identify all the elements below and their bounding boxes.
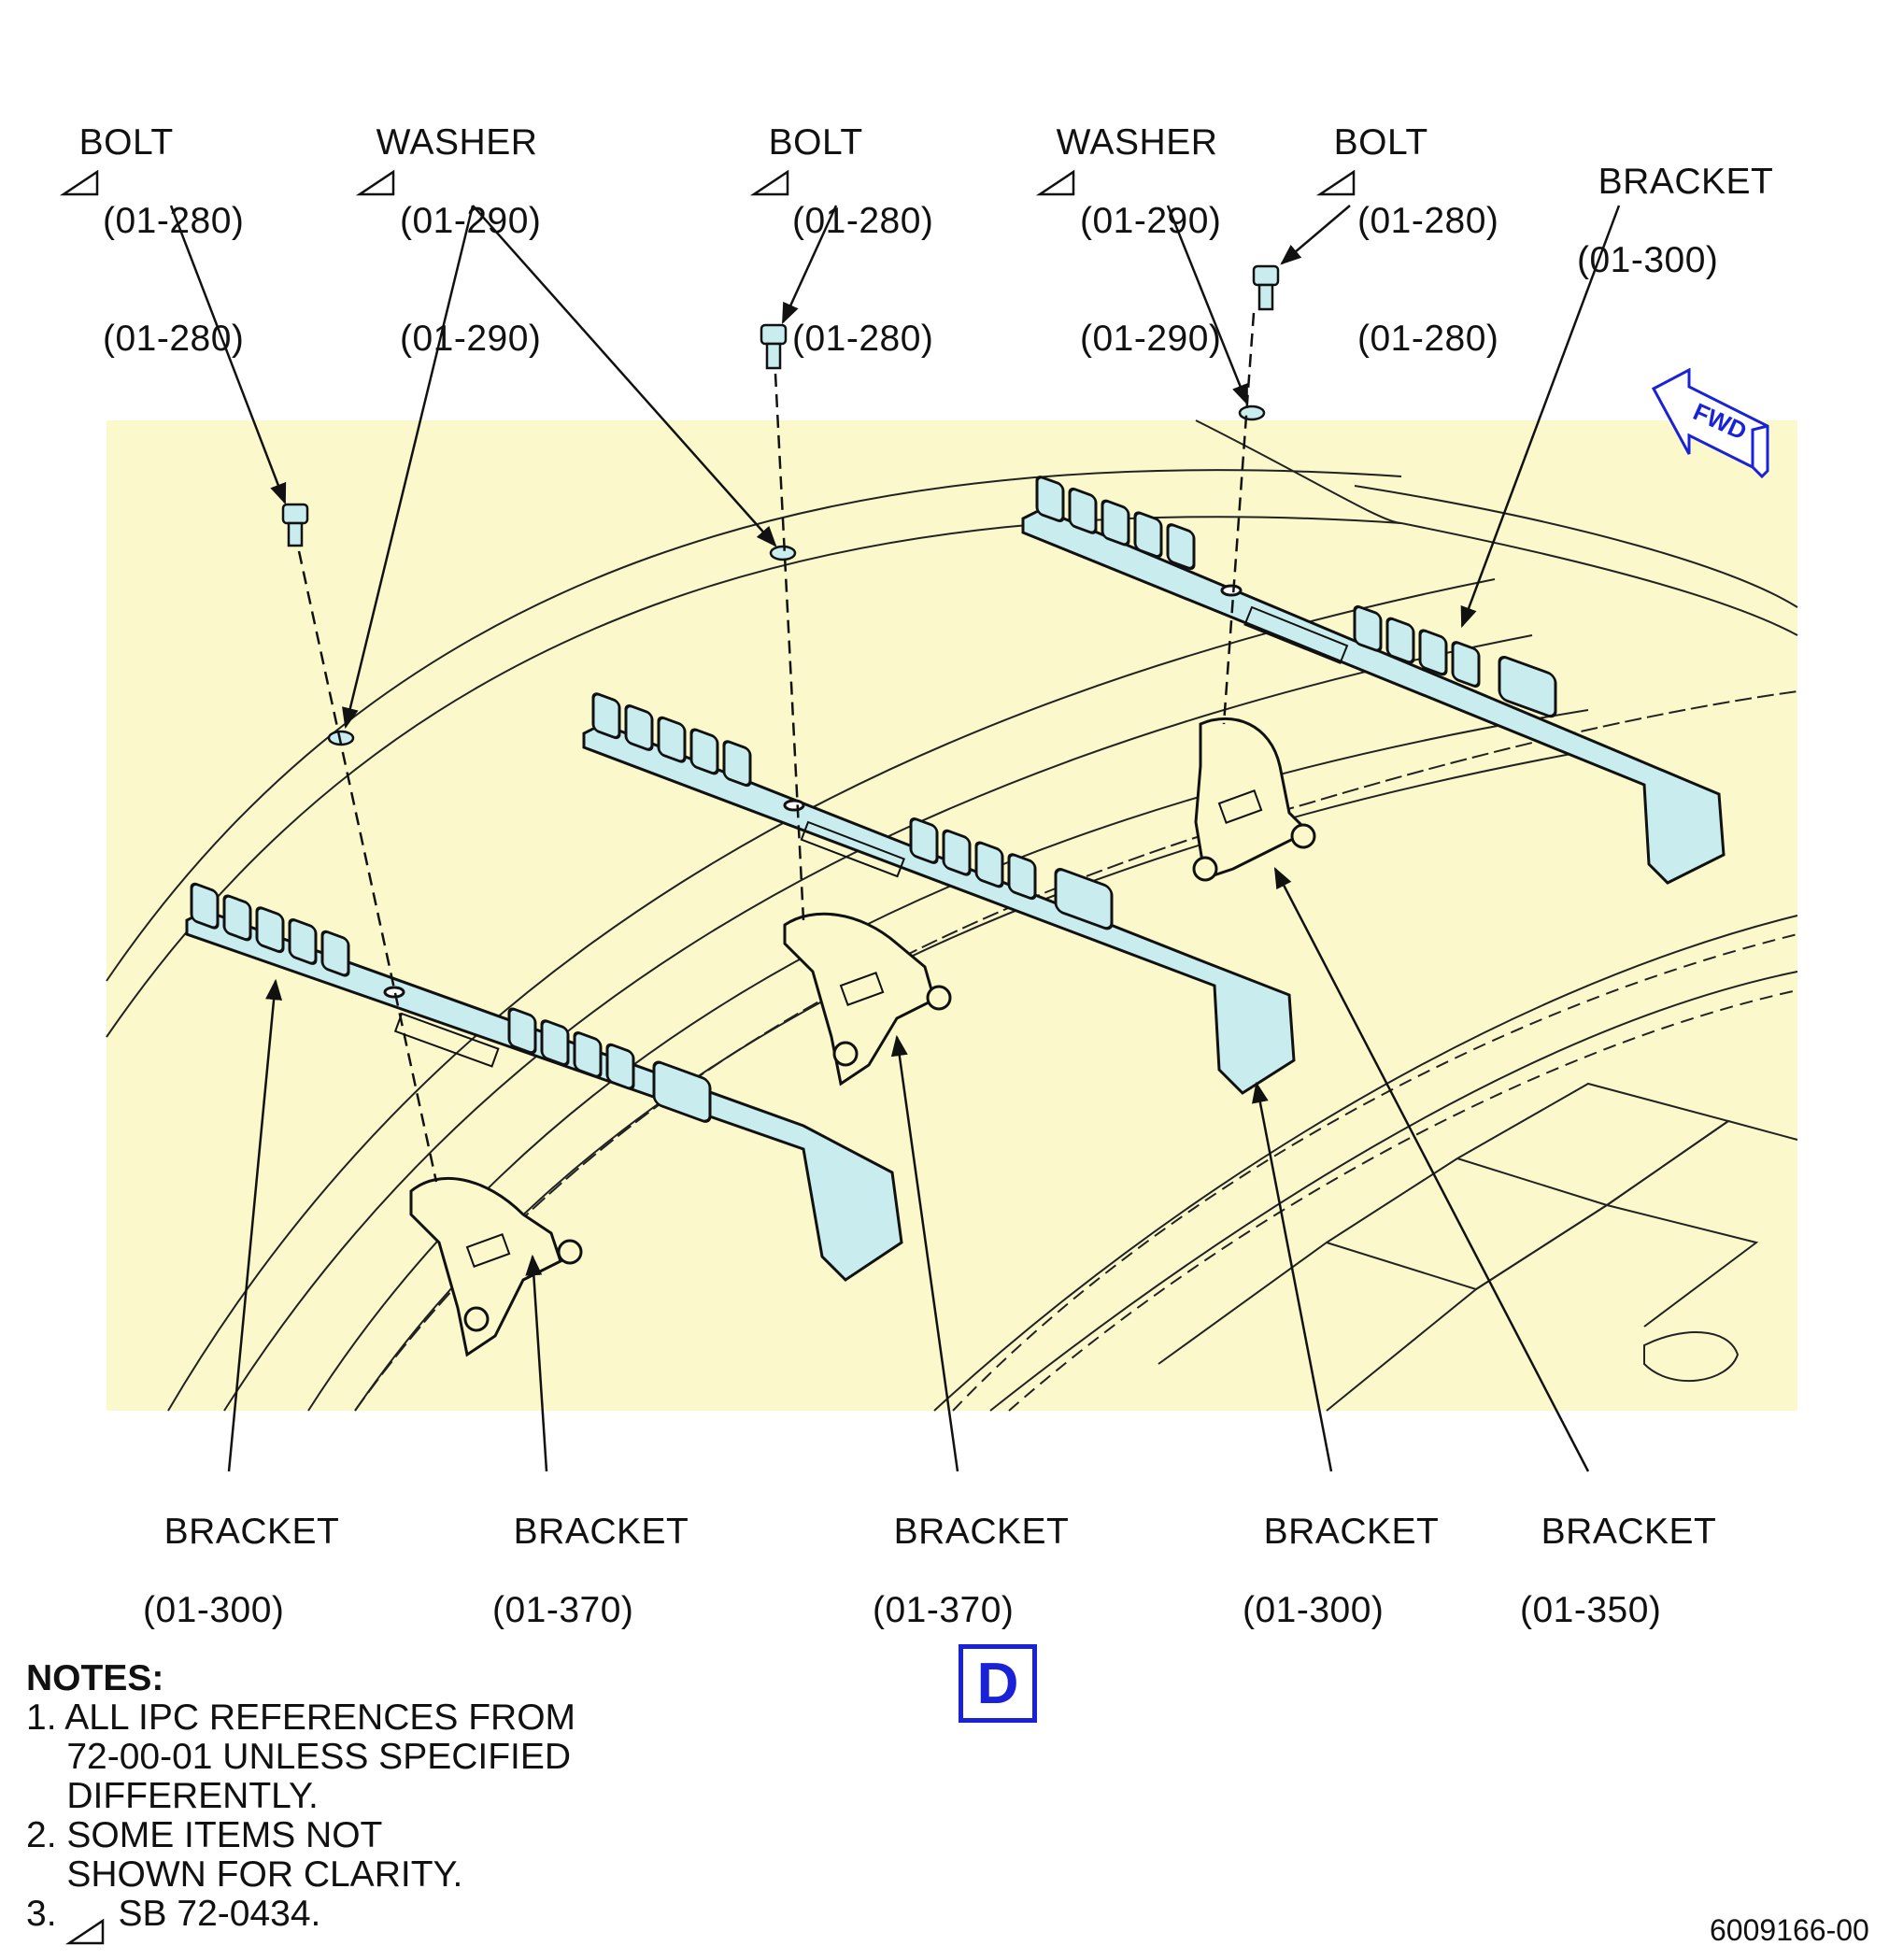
washer-middle bbox=[769, 545, 797, 561]
support-bracket-right-01-350 bbox=[1192, 717, 1316, 882]
leader-lines bbox=[169, 205, 1621, 1472]
label-bracket-b2: BRACKET (01-370) bbox=[492, 1512, 689, 1630]
support-bracket-middle-01-370 bbox=[783, 912, 952, 1087]
frame-grid bbox=[1158, 1082, 1798, 1412]
view-label: D bbox=[976, 1651, 1019, 1716]
label-bolt-3: BOLT (01-280) (01-280) bbox=[1333, 122, 1499, 359]
bracket-right-01-300 bbox=[1021, 476, 1726, 885]
label-washer-1: WASHER (01-290) (01-290) bbox=[376, 122, 542, 359]
engine-structure-background bbox=[107, 420, 1797, 1411]
bracket-left-01-300 bbox=[185, 882, 903, 1282]
label-bracket-b3: BRACKET (01-370) bbox=[873, 1512, 1070, 1630]
assembly-axes bbox=[297, 312, 1256, 1183]
label-bracket-b1: BRACKET (01-300) bbox=[143, 1512, 340, 1630]
label-bracket-top: BRACKET (01-300) bbox=[1577, 162, 1774, 280]
bolt-middle bbox=[760, 323, 788, 370]
notched-rails bbox=[354, 690, 1798, 1412]
bolt-right bbox=[1252, 264, 1280, 311]
note-line: 2. SOME ITEMS NOT bbox=[26, 1815, 383, 1855]
casing-arcs bbox=[106, 419, 1798, 1412]
label-bracket-b5: BRACKET (01-350) bbox=[1520, 1512, 1717, 1630]
washer-right bbox=[1238, 405, 1266, 421]
label-bracket-b4: BRACKET (01-300) bbox=[1243, 1512, 1440, 1630]
bracket-middle-01-300 bbox=[582, 692, 1296, 1095]
notes-title: NOTES: bbox=[26, 1658, 164, 1698]
note-line: DIFFERENTLY. bbox=[26, 1776, 319, 1816]
note-line: 72-00-01 UNLESS SPECIFIED bbox=[26, 1737, 572, 1777]
note-line-3: 3.SB 72-0434. bbox=[26, 1894, 321, 1934]
label-bolt-1: BOLT (01-280) (01-280) bbox=[78, 122, 245, 359]
note-line: 1. ALL IPC REFERENCES FROM bbox=[26, 1697, 576, 1738]
fwd-arrow-icon: FWD bbox=[1652, 368, 1769, 479]
bolt-left bbox=[281, 503, 309, 547]
note-line: SHOWN FOR CLARITY. bbox=[26, 1854, 463, 1895]
sb-flags bbox=[59, 169, 1356, 1945]
notes-block: NOTES: 1. ALL IPC REFERENCES FROM 72-00-… bbox=[26, 1659, 575, 1934]
label-bolt-2: BOLT (01-280) (01-280) bbox=[768, 122, 934, 359]
view-label-box: D bbox=[959, 1644, 1037, 1723]
support-bracket-left-01-370 bbox=[409, 1176, 583, 1357]
label-washer-2: WASHER (01-290) (01-290) bbox=[1056, 122, 1222, 359]
figure-number: 6009166-00 bbox=[1710, 1913, 1869, 1947]
